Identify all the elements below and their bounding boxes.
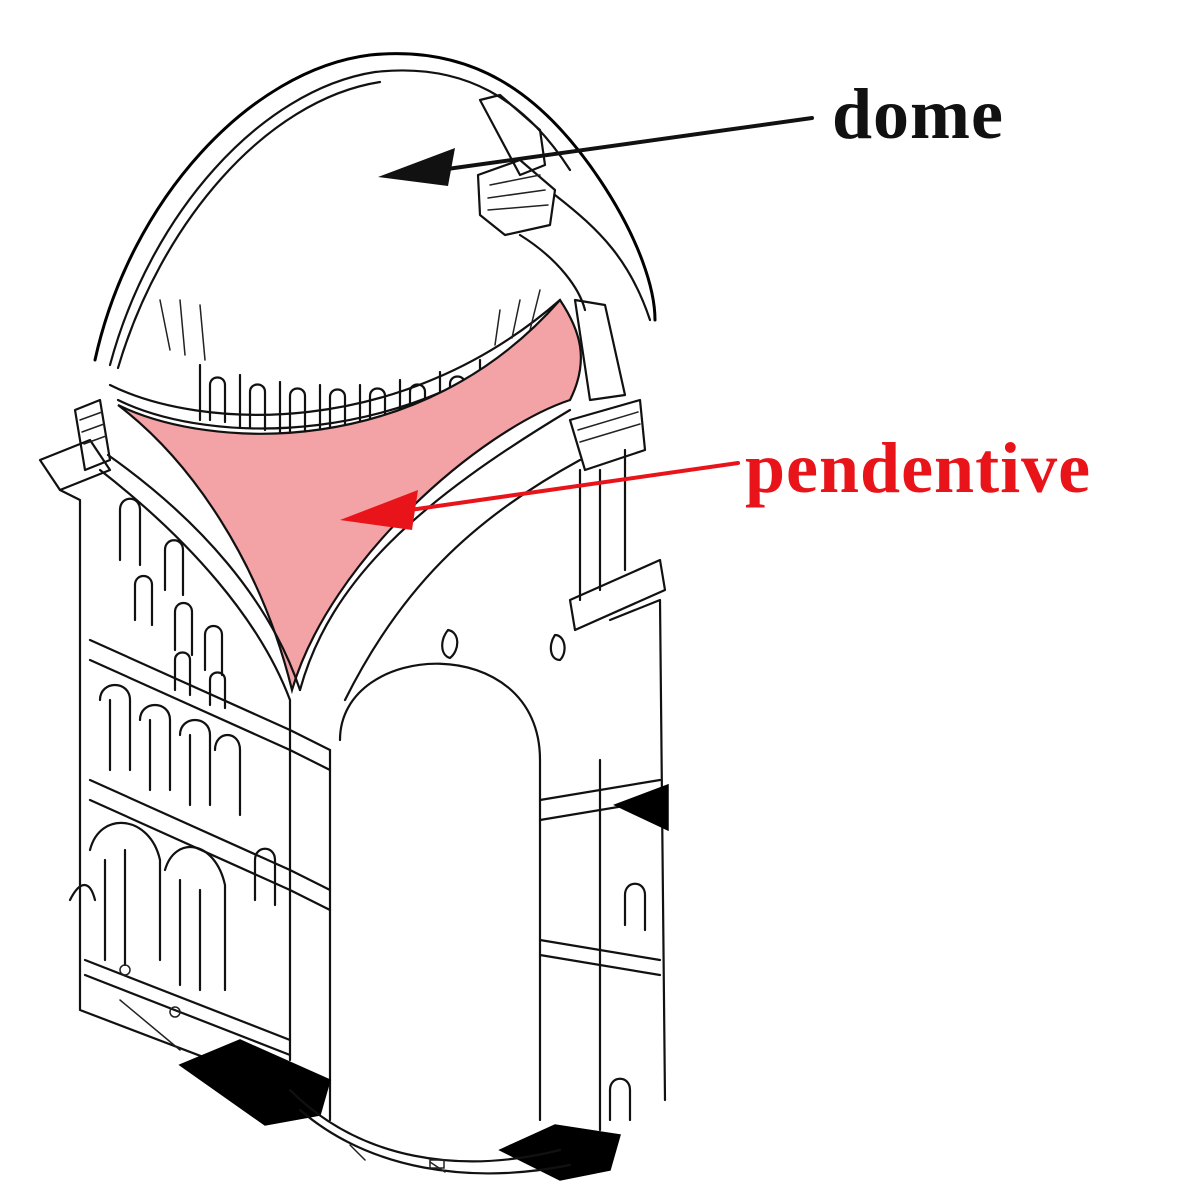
pendentive-shape — [117, 298, 582, 695]
dome-label: dome — [832, 74, 1004, 154]
dome-shell — [93, 52, 657, 370]
dome-arrow — [378, 116, 814, 186]
pendentive-arrow — [340, 461, 740, 530]
central-arch — [298, 408, 582, 1122]
pendentive-label: pendentive — [745, 428, 1092, 508]
floor-piers — [119, 964, 621, 1181]
left-wall — [38, 398, 332, 1092]
right-wall — [538, 298, 669, 1132]
